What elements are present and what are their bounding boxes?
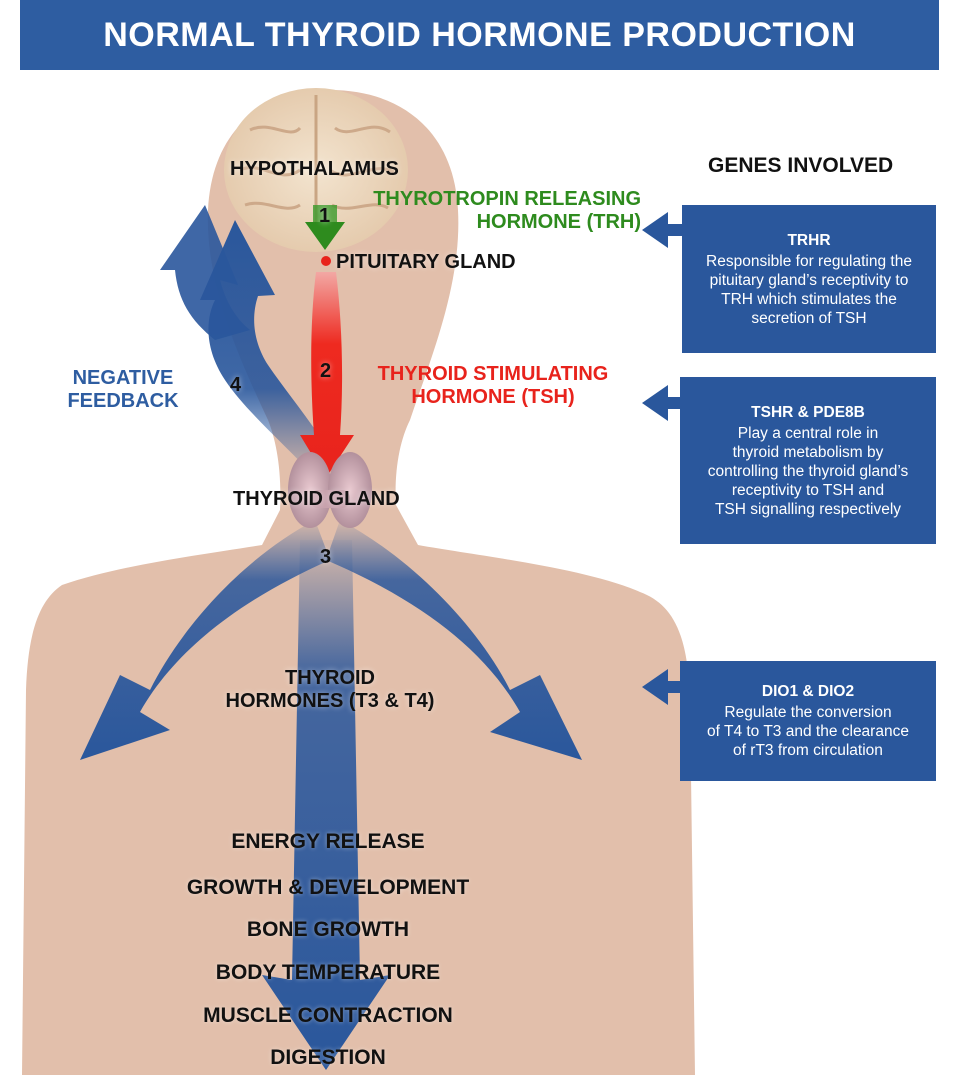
gene-description: Play a central role in thyroid metabolis… xyxy=(690,424,926,519)
effect-item: MUSCLE CONTRACTION xyxy=(150,1004,506,1028)
gene-name: DIO1 & DIO2 xyxy=(690,682,926,701)
pituitary-label: PITUITARY GLAND xyxy=(336,251,516,274)
step-1-label: 1 xyxy=(319,205,330,228)
pituitary-dot xyxy=(321,256,331,266)
thyroid-gland-label: THYROID GLAND xyxy=(233,488,400,511)
step-3-label: 3 xyxy=(320,546,331,569)
gene-name: TRHR xyxy=(692,231,926,250)
tsh-label-line2: HORMONE (TSH) xyxy=(362,386,624,409)
feedback-line2: FEEDBACK xyxy=(58,390,188,413)
trh-label-line1: THYROTROPIN RELEASING xyxy=(345,188,641,211)
effect-item: ENERGY RELEASE xyxy=(150,830,506,854)
hormones-line2: HORMONES (T3 & T4) xyxy=(190,690,470,713)
tsh-label-line1: THYROID STIMULATING xyxy=(362,363,624,386)
effect-item: GROWTH & DEVELOPMENT xyxy=(150,876,506,900)
thyroid-hormones-label: THYROID HORMONES (T3 & T4) xyxy=(190,667,470,713)
genes-heading: GENES INVOLVED xyxy=(708,154,893,177)
hypothalamus-label: HYPOTHALAMUS xyxy=(230,158,399,181)
gene-pointer-tshr xyxy=(642,385,680,421)
gene-description: Regulate the conversion of T4 to T3 and … xyxy=(690,703,926,760)
feedback-line1: NEGATIVE xyxy=(58,367,188,390)
gene-card-dio1-dio2: DIO1 & DIO2 Regulate the conversion of T… xyxy=(680,661,936,781)
gene-description: Responsible for regulating the pituitary… xyxy=(692,252,926,328)
gene-card-trhr: TRHR Responsible for regulating the pitu… xyxy=(682,205,936,353)
effect-item: DIGESTION xyxy=(150,1046,506,1070)
gene-card-tshr-pde8b: TSHR & PDE8B Play a central role in thyr… xyxy=(680,377,936,544)
hormones-line1: THYROID xyxy=(190,667,470,690)
step-4-label: 4 xyxy=(230,374,241,397)
negative-feedback-label: NEGATIVE FEEDBACK xyxy=(58,367,188,413)
trh-label-line2: HORMONE (TRH) xyxy=(345,211,641,234)
effect-item: BONE GROWTH xyxy=(150,918,506,942)
gene-pointer-trhr xyxy=(642,212,682,248)
step-2-label: 2 xyxy=(320,360,331,383)
effect-item: BODY TEMPERATURE xyxy=(150,961,506,985)
trh-label: THYROTROPIN RELEASING HORMONE (TRH) xyxy=(345,188,641,234)
tsh-label: THYROID STIMULATING HORMONE (TSH) xyxy=(362,363,624,409)
gene-name: TSHR & PDE8B xyxy=(690,403,926,422)
